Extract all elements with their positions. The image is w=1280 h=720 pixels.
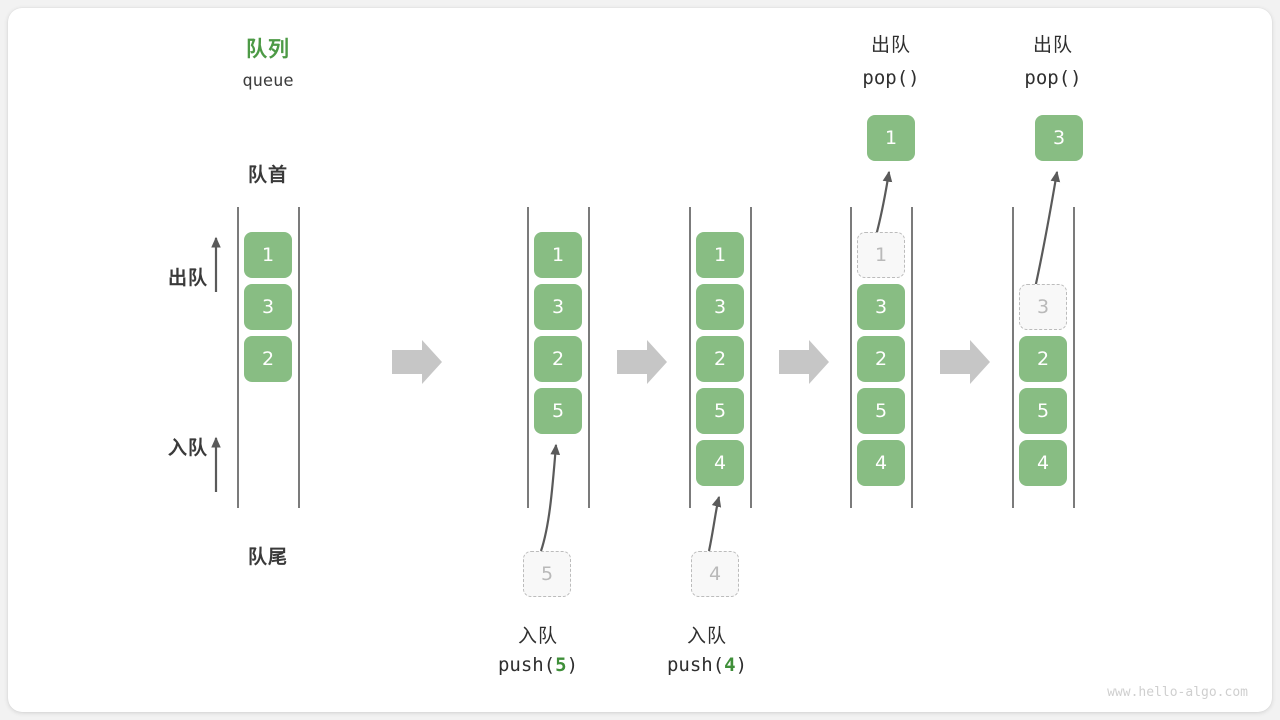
- enqueue-direction-label: 入队: [167, 437, 208, 459]
- op-arg: 4: [724, 654, 736, 676]
- op-prefix: push(: [666, 654, 725, 676]
- step-arrow-3: [779, 340, 829, 384]
- watermark: www.hello-algo.com: [1107, 685, 1248, 700]
- step-arrow-1: [392, 340, 442, 384]
- operation-code: pop(): [1024, 67, 1082, 89]
- figure-title-cn: 队列: [246, 37, 290, 61]
- push4-arrow: [707, 495, 722, 552]
- queue-element[interactable]: 1: [696, 232, 744, 278]
- rail-group-col1: [237, 207, 300, 508]
- operation-label-cn: 入队: [517, 625, 558, 647]
- queue-element[interactable]: 5: [857, 388, 905, 434]
- queue-element[interactable]: 4: [1019, 440, 1067, 486]
- push5-arrow: [539, 443, 561, 552]
- rail-group-col2: [527, 207, 590, 508]
- figure-title-en: queue: [242, 71, 294, 91]
- queue-element[interactable]: 2: [696, 336, 744, 382]
- operation-code: push(5): [463, 654, 613, 676]
- queue-element[interactable]: 3: [244, 284, 292, 330]
- queue-element[interactable]: 5: [696, 388, 744, 434]
- operation-label-cn: 入队: [686, 625, 727, 647]
- queue-element[interactable]: 2: [244, 336, 292, 382]
- step-arrow-2: [617, 340, 667, 384]
- front-label: 队首: [247, 164, 288, 186]
- step-arrow-4: [940, 340, 990, 384]
- queue-element-ghost[interactable]: 1: [857, 232, 905, 278]
- op-prefix: push(: [497, 654, 556, 676]
- operation-code: push(4): [632, 654, 782, 676]
- operation-code: pop(): [862, 67, 920, 89]
- rear-label: 队尾: [247, 546, 288, 568]
- queue-element[interactable]: 3: [696, 284, 744, 330]
- queue-element[interactable]: 2: [1019, 336, 1067, 382]
- queue-element[interactable]: 1: [244, 232, 292, 278]
- queue-element-new[interactable]: 4: [696, 440, 744, 486]
- queue-element[interactable]: 1: [534, 232, 582, 278]
- incoming-element-ghost[interactable]: 5: [523, 551, 571, 597]
- popped-element[interactable]: 1: [867, 115, 915, 161]
- operation-label-cn: 出队: [1032, 34, 1073, 56]
- op-suffix: ): [735, 654, 748, 676]
- queue-element-ghost[interactable]: 3: [1019, 284, 1067, 330]
- queue-element-new[interactable]: 5: [534, 388, 582, 434]
- dequeue-direction-label: 出队: [167, 267, 208, 289]
- queue-element[interactable]: 2: [857, 336, 905, 382]
- rail-group-col4: [850, 207, 913, 508]
- op-arg: 5: [555, 654, 567, 676]
- queue-element[interactable]: 4: [857, 440, 905, 486]
- rail-group-col3: [689, 207, 752, 508]
- op-suffix: ): [566, 654, 579, 676]
- rail-group-col5: [1012, 207, 1075, 508]
- queue-element[interactable]: 5: [1019, 388, 1067, 434]
- queue-element[interactable]: 2: [534, 336, 582, 382]
- operation-label-cn: 出队: [870, 34, 911, 56]
- incoming-element-ghost[interactable]: 4: [691, 551, 739, 597]
- queue-element[interactable]: 3: [857, 284, 905, 330]
- queue-element[interactable]: 3: [534, 284, 582, 330]
- popped-element[interactable]: 3: [1035, 115, 1083, 161]
